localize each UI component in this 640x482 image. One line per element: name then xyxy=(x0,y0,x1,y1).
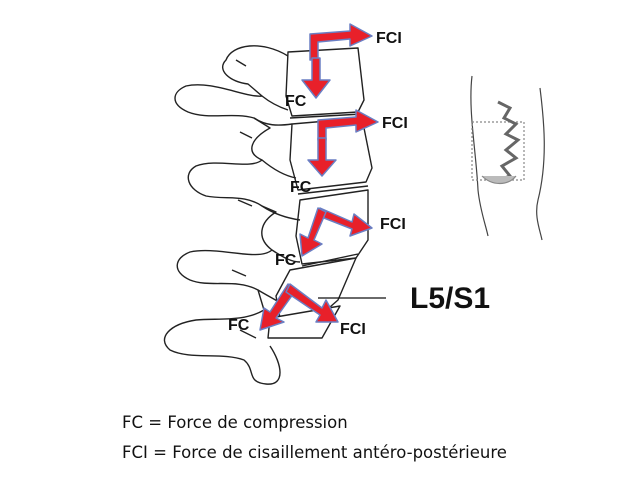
disc-l3-l4 xyxy=(297,185,369,195)
disc-l4-l5 xyxy=(301,253,359,267)
legend-fci: FCI = Force de cisaillement antéro-posté… xyxy=(122,443,507,462)
arrow-fc-1 xyxy=(301,57,331,99)
spinous-process-detail xyxy=(253,95,301,305)
label-fc-3: FC xyxy=(275,252,297,269)
lumbar-spine-illustration xyxy=(163,45,373,385)
mini-spine xyxy=(493,100,521,184)
label-l5-s1: L5/S1 xyxy=(410,282,490,315)
force-arrows xyxy=(259,23,379,331)
arrow-fc-3 xyxy=(299,207,327,257)
arrow-fc-2 xyxy=(307,137,337,177)
posterior-elements xyxy=(163,45,289,385)
label-fc-4: FC xyxy=(228,317,250,334)
region-highlight xyxy=(471,121,525,181)
label-fc-2: FC xyxy=(290,179,312,196)
facet-detail xyxy=(231,59,257,339)
label-fc-1: FC xyxy=(285,93,307,110)
label-fci-3: FCI xyxy=(380,216,406,233)
arrow-fci-3 xyxy=(319,207,373,237)
label-fci-4: FCI xyxy=(340,321,366,338)
arrow-fci-4 xyxy=(285,283,339,323)
body-silhouette-thumbnail xyxy=(470,75,545,241)
disc-l2-l3 xyxy=(289,113,363,119)
label-fci-1: FCI xyxy=(376,30,402,47)
legend-fc: FC = Force de compression xyxy=(122,413,348,432)
label-fci-2: FCI xyxy=(382,115,408,132)
